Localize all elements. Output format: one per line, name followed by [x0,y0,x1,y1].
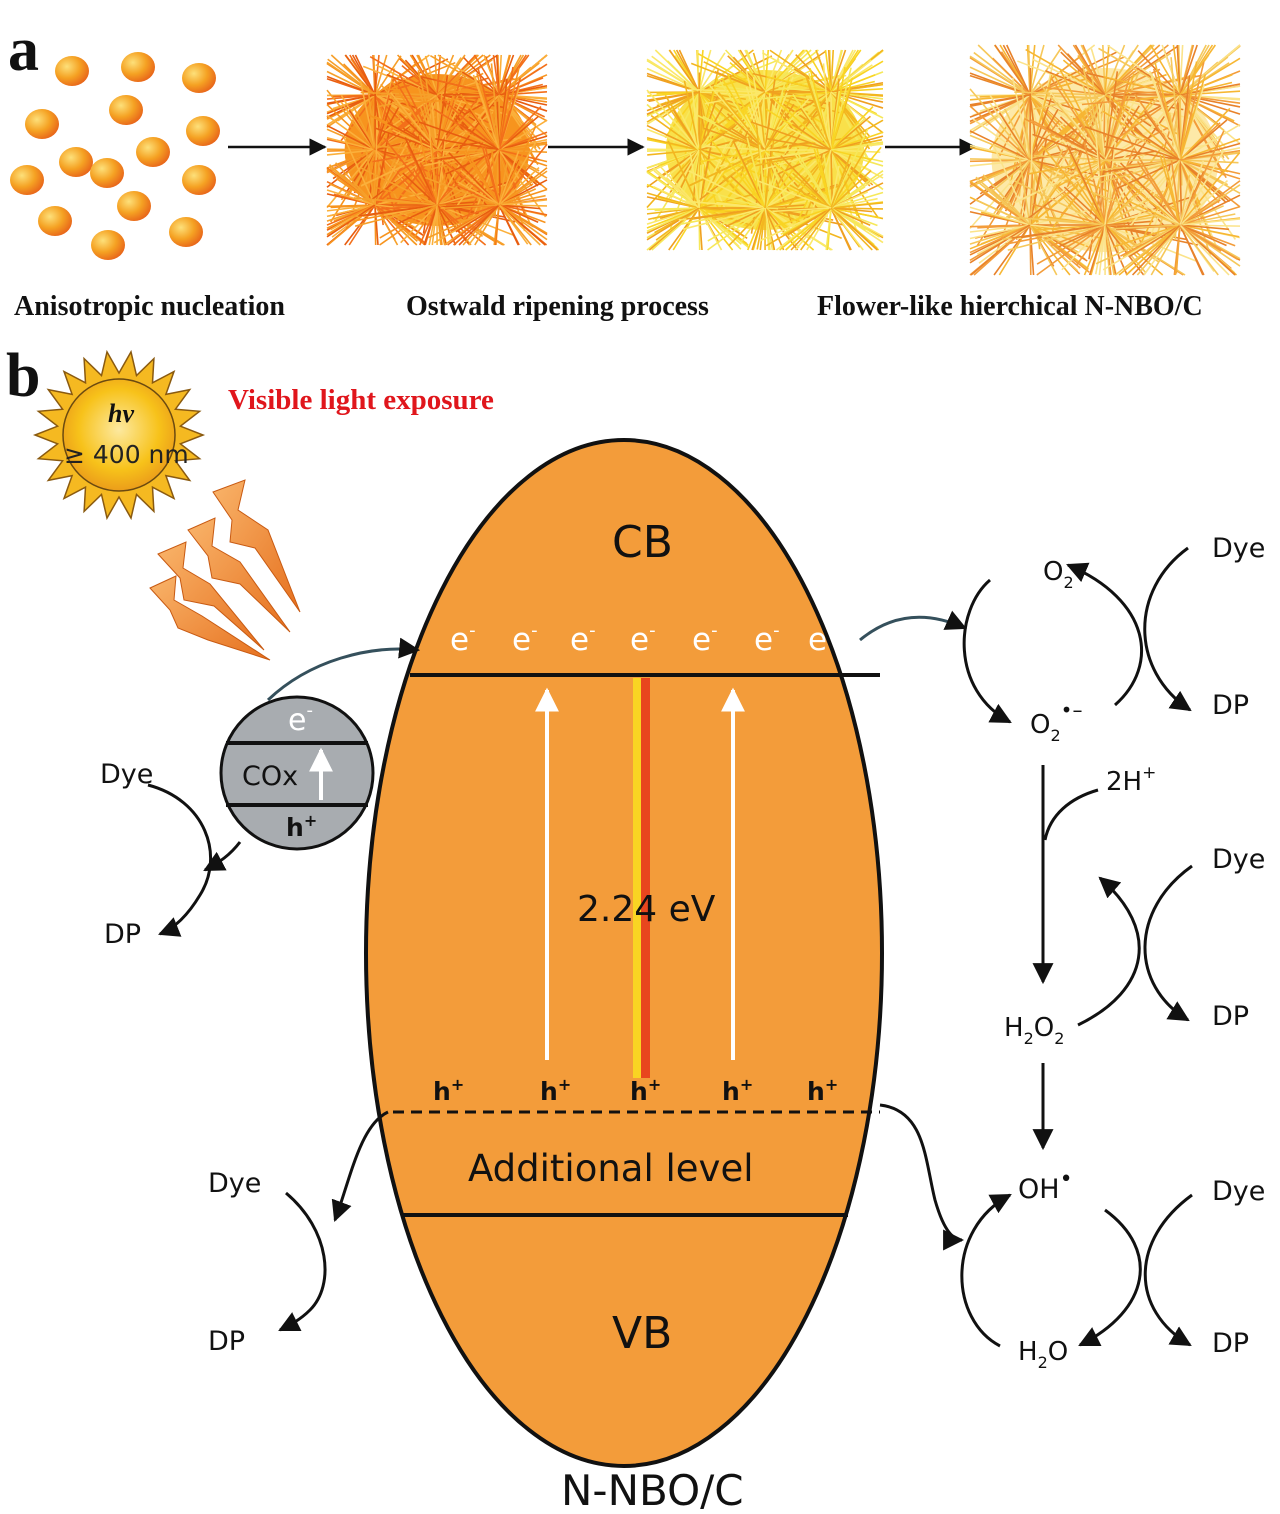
light-bolts [149,479,301,661]
caption-flower: Flower-like hierchical N-NBO/C [817,291,1203,322]
hole-3: h+ [630,1075,661,1106]
band-gap-label: 2.24 eV [577,889,716,930]
left-dye-label: Dye [208,1168,261,1199]
h2o2-label: H2O2 [1004,1013,1064,1048]
electron-3: e- [570,620,596,658]
electron-2: e- [512,620,538,658]
cox-dp-label: DP [104,919,141,950]
additional-level-label: Additional level [468,1147,754,1190]
hole-1: h+ [433,1075,464,1106]
cox-electron: e- [288,700,313,738]
dye-o2-arc [1143,546,1192,712]
electron-row: e-e-e-e-e-e-e- [450,620,834,658]
proton-join-arc [1043,788,1099,841]
vb-label: VB [612,1308,672,1359]
ostwald-cluster-orange [326,54,548,246]
cox-particle [219,695,375,851]
o2-label: O2 [1043,557,1074,592]
cox-label: COx [242,761,298,792]
cox-dye-label: Dye [100,759,153,790]
hole-left-arrow [331,1110,389,1222]
left-dp-label: DP [208,1326,245,1357]
dye-h2o2-arc [1143,864,1193,1022]
oh-cycle-arc [960,1193,1012,1348]
cb-to-o2-arrow [859,610,967,642]
oh-return-arc [1078,1208,1142,1347]
ripened-cluster-yellow [646,49,884,251]
wavelength-label: ≥ 400 nm [64,440,189,469]
hole-4: h+ [722,1075,753,1106]
hole-row: h+ h+ h+ h+ h+ [433,1075,838,1106]
electron-1: e- [450,620,476,658]
dye-label-2: Dye [1212,844,1265,875]
caption-nucleation: Anisotropic nucleation [14,291,285,322]
cb-label: CB [612,517,673,568]
electron-5: e- [692,620,718,658]
panel-a-label: a [8,16,39,84]
electron-4: e- [630,620,656,658]
hv-label: hv [108,399,134,428]
band-gap-bar-red [641,678,650,1078]
o2-cycle-arc [962,578,1012,724]
sun-icon [32,349,206,521]
dye-label-1: Dye [1212,533,1265,564]
dye-oh-arc [1143,1193,1193,1347]
left-dye-arc [278,1191,327,1332]
hole-right-arrow [879,1103,965,1251]
electron-transfer-arrow [266,637,421,702]
cox-dye-degradation-arc [147,783,213,937]
panel-b-label: b [6,342,40,410]
superoxide-label: O2•– [1030,698,1082,745]
flower-like-cluster [969,44,1241,276]
cox-hole-arrow [203,841,242,872]
hole-5: h+ [807,1075,838,1106]
two-h-label: 2H+ [1106,763,1156,797]
visible-light-title: Visible light exposure [228,384,494,416]
superoxide-return-arc [1066,562,1144,707]
hole-2: h+ [540,1075,571,1106]
band-gap-bar-yellow [633,678,641,1078]
semiconductor-body [364,438,884,1468]
electron-7: e- [808,620,834,658]
electron-6: e- [754,620,780,658]
nucleation-dots [10,52,220,260]
h2o-label: H2O [1018,1337,1068,1372]
dp-label-3: DP [1212,1328,1249,1359]
h2o2-return-arc [1077,876,1141,1027]
caption-ostwald: Ostwald ripening process [406,291,709,322]
dp-label-1: DP [1212,690,1249,721]
material-label: N-NBO/C [561,1466,744,1514]
oh-label: OH• [1018,1167,1073,1205]
dye-label-3: Dye [1212,1176,1265,1207]
dp-label-2: DP [1212,1001,1249,1032]
cox-hole: h+ [286,811,317,842]
